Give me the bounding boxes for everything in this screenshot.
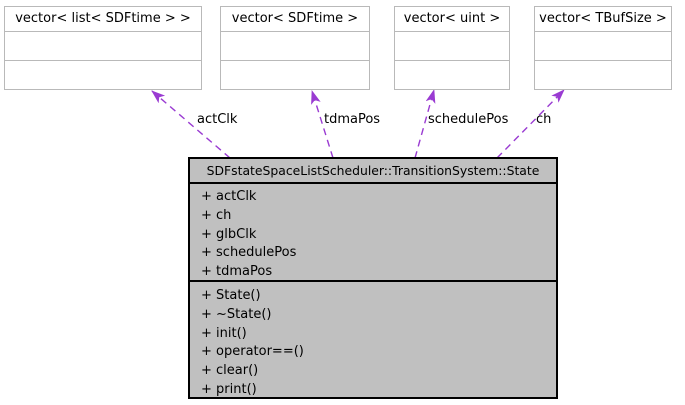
method-row: + operator==() bbox=[201, 344, 304, 360]
attributes-compartment: + actClk + ch + glbClk + schedulePos + t… bbox=[190, 184, 556, 282]
attribute-row: + tdmaPos bbox=[201, 264, 273, 280]
method-row: + print() bbox=[201, 381, 257, 397]
attribute-row: + glbClk bbox=[201, 226, 257, 242]
node-compartment-empty bbox=[395, 61, 509, 88]
method-row: + clear() bbox=[201, 363, 259, 379]
node-vector-uint[interactable]: vector< uint > bbox=[394, 6, 510, 90]
attribute-row: + actClk bbox=[201, 189, 257, 204]
node-vector-list-sdftime[interactable]: vector< list< SDFtime > > bbox=[4, 6, 202, 90]
edge-label-schedulepos: schedulePos bbox=[428, 112, 509, 127]
node-vector-tbufsize[interactable]: vector< TBufSize > bbox=[534, 6, 672, 90]
node-title: vector< SDFtime > bbox=[221, 7, 369, 32]
edge-actclk bbox=[151, 90, 231, 159]
methods-compartment: + State() + ~State() + init() + operator… bbox=[190, 282, 556, 403]
method-row: + ~State() bbox=[201, 306, 272, 322]
attribute-row: + schedulePos bbox=[201, 245, 297, 261]
node-title: vector< uint > bbox=[395, 7, 509, 32]
node-compartment-empty bbox=[5, 61, 201, 88]
edge-ch bbox=[496, 89, 565, 159]
node-compartment-empty bbox=[535, 32, 671, 61]
attribute-row: + ch bbox=[201, 207, 232, 223]
method-row: + State() bbox=[201, 288, 261, 303]
node-transition-system-state: SDFstateSpaceListScheduler::TransitionSy… bbox=[188, 157, 558, 399]
node-compartment-empty bbox=[221, 32, 369, 61]
node-compartment-empty bbox=[535, 61, 671, 88]
class-title: SDFstateSpaceListScheduler::TransitionSy… bbox=[190, 159, 556, 184]
node-compartment-empty bbox=[395, 32, 509, 61]
node-compartment-empty bbox=[221, 61, 369, 88]
edge-label-actclk: actClk bbox=[197, 112, 238, 127]
edge-label-tdmapos: tdmaPos bbox=[324, 112, 381, 127]
node-vector-sdftime[interactable]: vector< SDFtime > bbox=[220, 6, 370, 90]
node-title: vector< list< SDFtime > > bbox=[5, 7, 201, 32]
edge-label-ch: ch bbox=[536, 112, 552, 127]
method-row: + init() bbox=[201, 325, 247, 341]
node-title: vector< TBufSize > bbox=[535, 7, 671, 32]
node-compartment-empty bbox=[5, 32, 201, 61]
